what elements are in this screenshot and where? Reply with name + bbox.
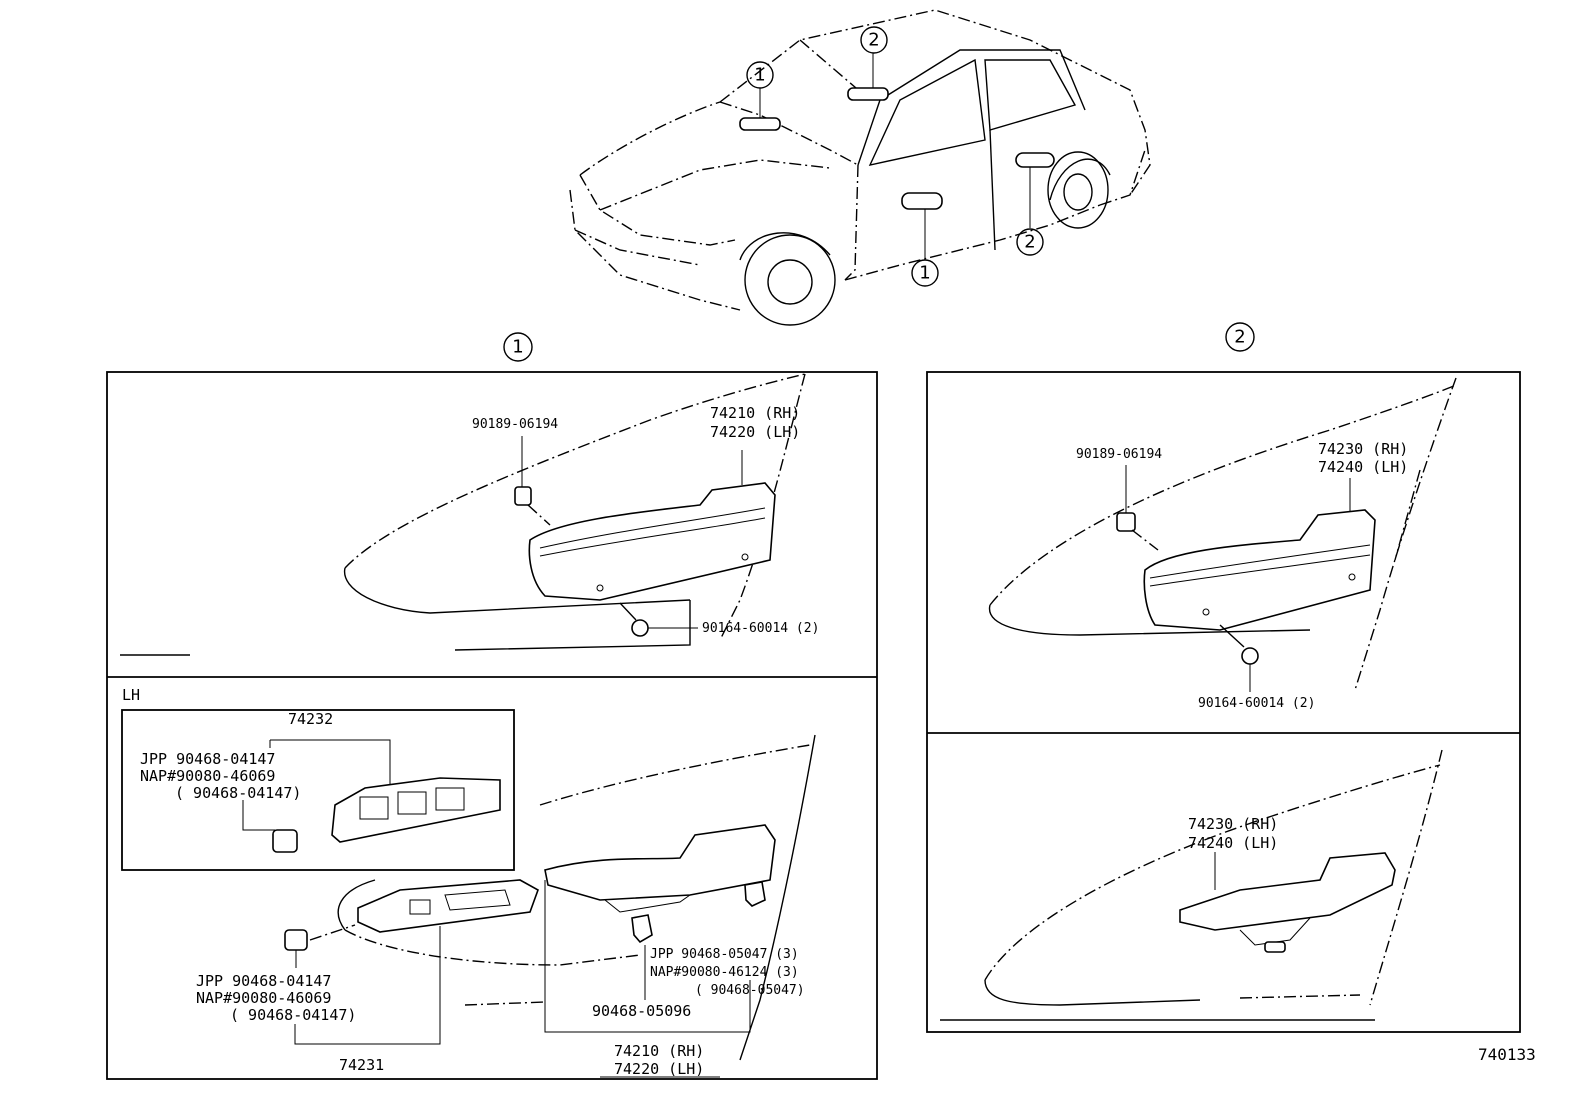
inset-switch-cover-part-number: 74232	[288, 710, 333, 728]
lh-door-armrest-handle	[544, 824, 776, 901]
s2-bottom-handle-lh-part-number: 74240 (LH)	[1188, 834, 1278, 852]
lh-retainer-jpp-part-number: JPP 90468-05047 (3)	[650, 947, 799, 962]
lh-retainer-alt-part-number: ( 90468-05047)	[695, 983, 805, 998]
section-1-top-panel: 90189-06194 74210 (RH) 74220 (LH) 90164-…	[120, 373, 819, 656]
lh-switch-base-part-number: 74231	[339, 1056, 384, 1074]
lh-switch-base	[357, 879, 539, 933]
s1-screw-part-number: 90164-60014 (2)	[702, 621, 819, 636]
lh-handle-lh-part-number: 74220 (LH)	[614, 1060, 704, 1078]
car-handle-front-right	[901, 192, 943, 210]
section-2-top-panel: 90189-06194 74230 (RH) 74240 (LH) 90164-…	[988, 377, 1457, 711]
inset-clip	[272, 829, 298, 853]
s1-door-armrest-handle	[528, 482, 776, 601]
lh-clip-alt-part-number: ( 90468-04147)	[230, 1006, 356, 1024]
lh-clip-nap-part-number: NAP#90080-46069	[196, 989, 331, 1007]
s2-clip	[1116, 512, 1136, 532]
inset-alt-part-number: ( 90468-04147)	[175, 784, 301, 802]
section-1-lh-panel: LH 74232 JPP 90468-04147 NAP#90080-46069…	[121, 686, 816, 1078]
lh-inset-frame	[121, 709, 515, 871]
svg-text:2: 2	[1024, 232, 1035, 253]
inset-jpp-part-number: JPP 90468-04147	[140, 750, 275, 768]
car-handle-front-left	[739, 117, 781, 131]
section-2-header: 2	[1225, 322, 1255, 352]
lh-retainer-clip-center	[631, 914, 653, 944]
svg-text:1: 1	[754, 65, 765, 86]
s2-handle-lh-part-number: 74240 (LH)	[1318, 458, 1408, 476]
lh-retainer-clip-right	[744, 881, 766, 907]
s2-screw	[1241, 647, 1259, 665]
lh-handle-rh-part-number: 74210 (RH)	[614, 1042, 704, 1060]
svg-text:2: 2	[868, 30, 879, 51]
car-callout-2-bottom: 2	[1016, 228, 1044, 256]
s1-clip	[514, 486, 532, 506]
lh-retainer-nap-part-number: NAP#90080-46124 (3)	[650, 965, 799, 980]
car-handle-rear-left	[847, 87, 889, 101]
s2-screw-part-number: 90164-60014 (2)	[1198, 696, 1315, 711]
lh-switch-clip	[284, 929, 308, 951]
lh-clip-jpp-part-number: JPP 90468-04147	[196, 972, 331, 990]
s1-clip-part-number: 90189-06194	[472, 417, 558, 432]
svg-text:1: 1	[512, 337, 523, 358]
drawing-number: 740133	[1478, 1045, 1536, 1064]
lh-pin-part-number: 90468-05096	[592, 1002, 691, 1020]
s2-bottom-handle-rh-part-number: 74230 (RH)	[1188, 815, 1278, 833]
section-2-bottom-panel: 74230 (RH) 74240 (LH)	[940, 749, 1443, 1021]
inset-switch-cover	[331, 777, 501, 843]
section-1-frame	[106, 371, 878, 1080]
car-handle-rear-right	[1015, 152, 1055, 168]
s2-bottom-pull-handle	[1179, 852, 1396, 931]
lh-side-label: LH	[122, 686, 140, 704]
s2-handle-rh-part-number: 74230 (RH)	[1318, 440, 1408, 458]
s1-handle-rh-part-number: 74210 (RH)	[710, 404, 800, 422]
svg-text:1: 1	[919, 263, 930, 284]
car-callout-1-top: 1	[746, 61, 774, 89]
s2-clip-part-number: 90189-06194	[1076, 447, 1162, 462]
car-callout-1-bottom: 1	[911, 259, 939, 287]
car-overview-illustration: 1 2 1 2	[569, 9, 1151, 326]
s1-handle-lh-part-number: 74220 (LH)	[710, 423, 800, 441]
section-2-frame	[926, 371, 1521, 1033]
svg-text:2: 2	[1234, 327, 1245, 348]
s1-screw	[631, 619, 649, 637]
inset-nap-part-number: NAP#90080-46069	[140, 767, 275, 785]
car-callout-2-top: 2	[860, 26, 888, 54]
section-1-header: 1	[503, 332, 533, 362]
